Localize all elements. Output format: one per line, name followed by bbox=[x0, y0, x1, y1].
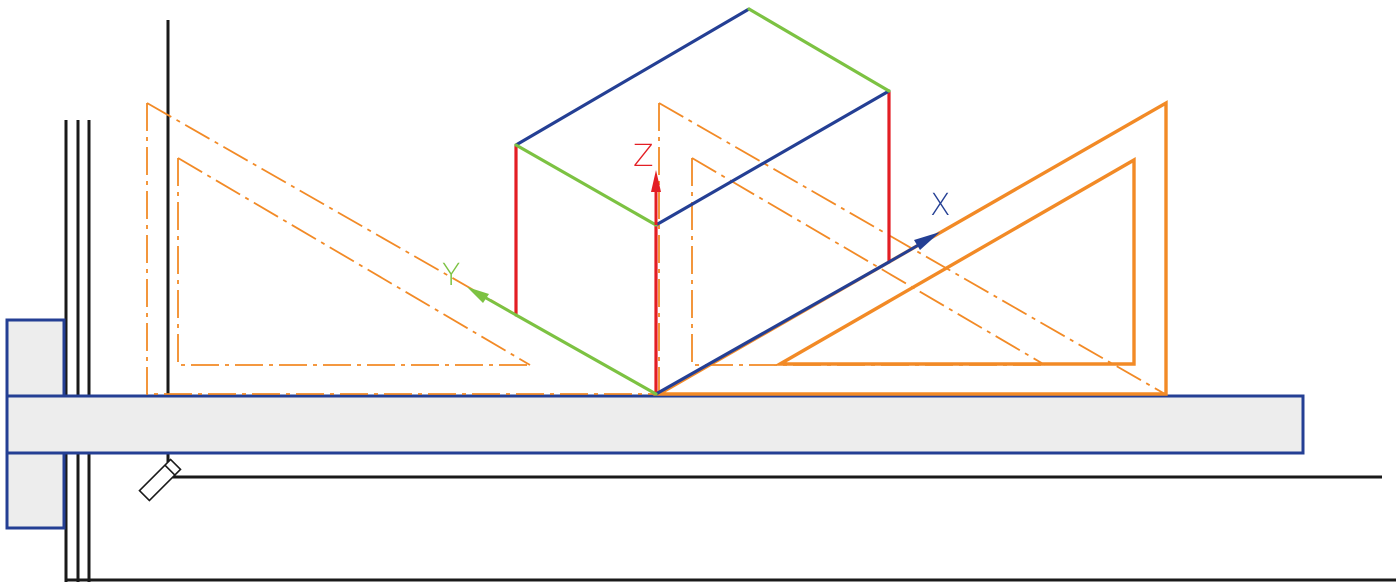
box-edge-x bbox=[654, 89, 891, 227]
z-axis-label: Z bbox=[633, 139, 654, 174]
isometric-box bbox=[514, 7, 891, 396]
box-edge-y bbox=[747, 7, 891, 93]
x-axis-arrow bbox=[888, 232, 940, 264]
z-axis-arrow bbox=[651, 170, 661, 225]
drawing-board-frame bbox=[64, 20, 1396, 582]
pencil-tip-icon bbox=[138, 458, 182, 502]
box-edge-y bbox=[514, 143, 658, 227]
y-axis-label: Y bbox=[442, 258, 460, 293]
box-edge-x bbox=[514, 7, 751, 147]
x-axis-label: X bbox=[930, 188, 951, 223]
y-axis-arrow bbox=[467, 287, 517, 317]
t-square-blade bbox=[5, 394, 1305, 455]
box-edge-y bbox=[514, 313, 658, 396]
box-edge-x bbox=[654, 260, 891, 396]
